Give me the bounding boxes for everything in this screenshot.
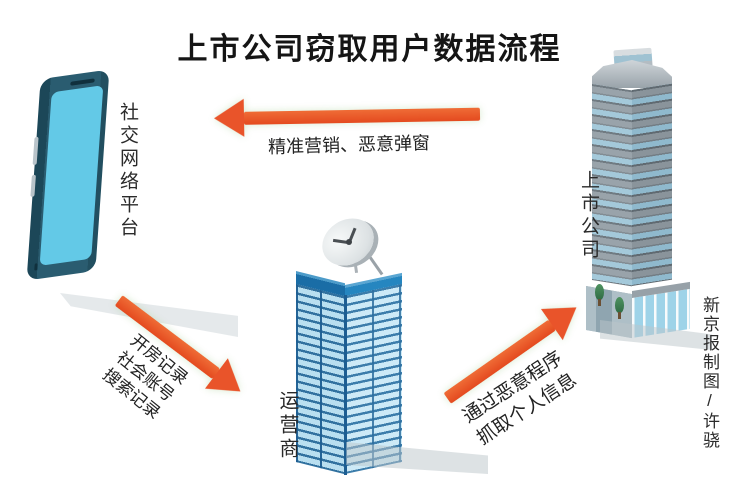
smartphone-illustration xyxy=(26,69,110,281)
arrow-shaft xyxy=(243,107,481,125)
satellite-dish-icon xyxy=(313,209,388,283)
node-label-social-platform: 社交网络平台 xyxy=(117,102,138,240)
node-label-listed-company: 上市公司 xyxy=(578,170,599,262)
flow-label-marketing: 精准营销、恶意弹窗 xyxy=(267,132,431,158)
operator-building-corner xyxy=(344,295,347,475)
company-tower-face-right xyxy=(632,83,672,287)
dish-hub xyxy=(346,239,352,245)
tree-icon xyxy=(595,284,604,306)
credit-caption: 新京报制图/许骁 xyxy=(700,296,719,450)
arrowhead-left-icon xyxy=(213,98,245,138)
page-title: 上市公司窃取用户数据流程 xyxy=(177,33,562,66)
tree-icon xyxy=(615,297,624,319)
operator-building-face-left xyxy=(296,284,345,475)
node-label-operator: 运营商 xyxy=(276,390,298,462)
